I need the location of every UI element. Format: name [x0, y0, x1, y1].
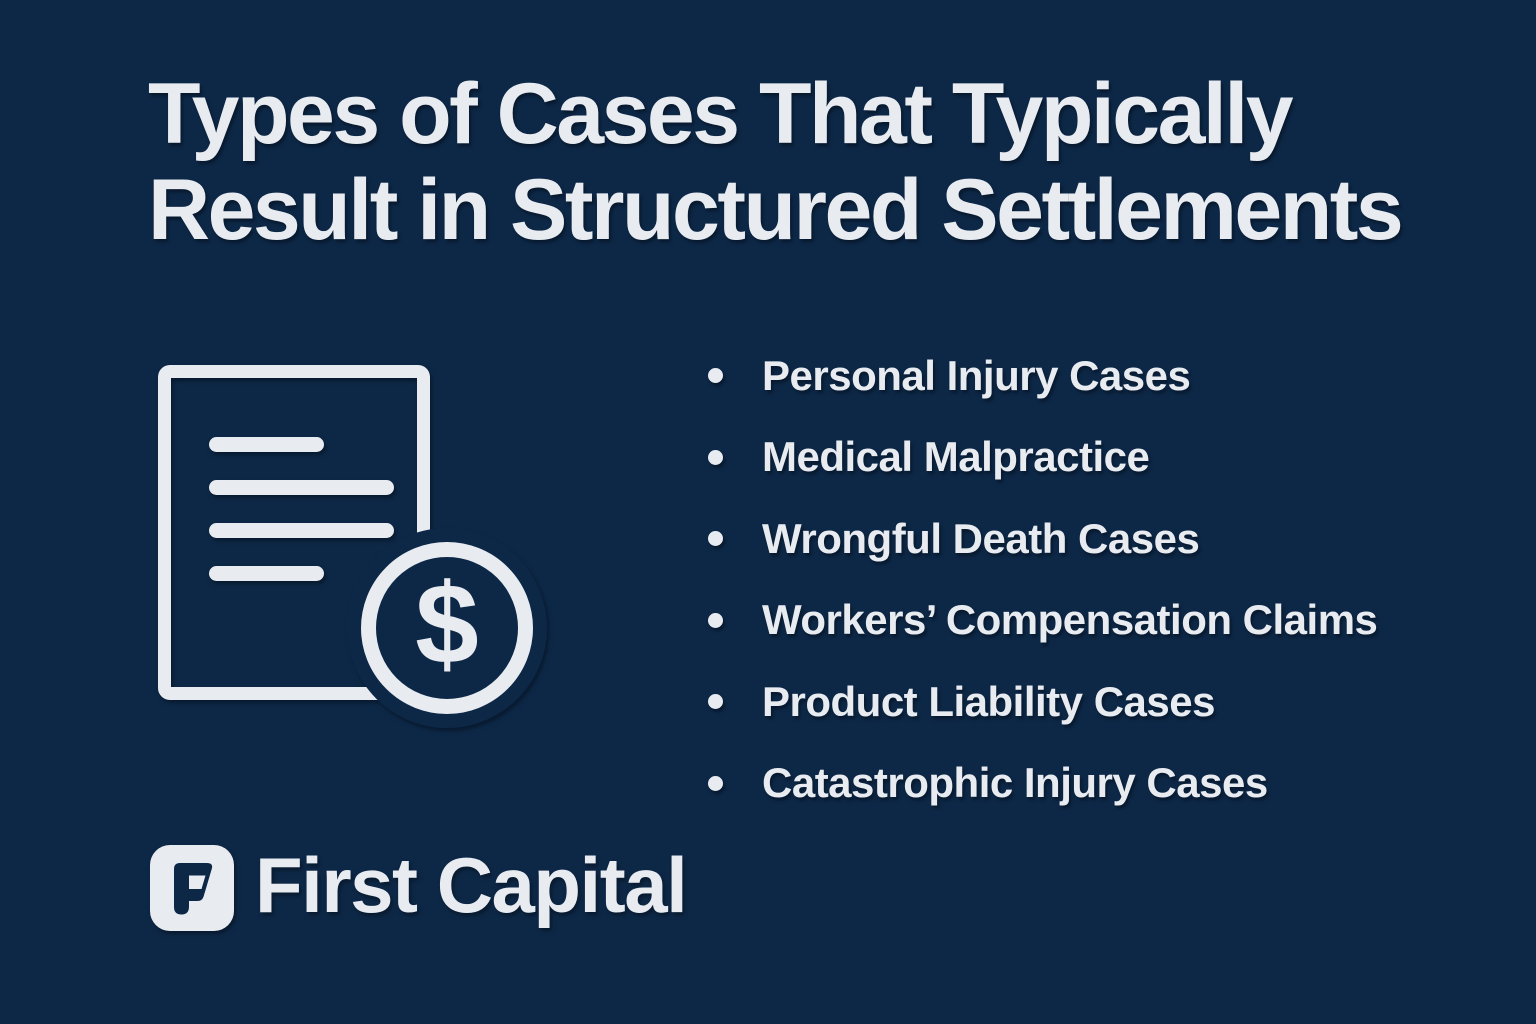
list-item-label: Wrongful Death Cases [762, 514, 1200, 562]
bullet-dot-icon [708, 612, 723, 628]
list-item-label: Medical Malpractice [762, 433, 1150, 480]
brand-logo: First Capital [150, 841, 688, 931]
dollar-sign-icon: $ [415, 561, 479, 688]
document-text-line-icon [209, 437, 324, 452]
list-item: Medical Malpractice [708, 433, 1377, 480]
case-type-list: Personal Injury Cases Medical Malpractic… [708, 351, 1378, 843]
document-text-line-icon [209, 523, 394, 538]
list-item: Wrongful Death Cases [708, 514, 1377, 562]
document-dollar-icon: $ [158, 365, 548, 725]
list-item-label: Workers’ Compensation Claims [762, 596, 1378, 643]
dollar-coin-icon: $ [361, 542, 533, 714]
document-text-line-icon [209, 566, 324, 581]
document-text-line-icon [209, 480, 394, 495]
list-item: Workers’ Compensation Claims [708, 596, 1378, 643]
bullet-dot-icon [708, 531, 723, 546]
list-item-label: Catastrophic Injury Cases [762, 759, 1268, 806]
bullet-dot-icon [708, 368, 723, 383]
list-item: Product Liability Cases [708, 677, 1377, 725]
title-line-1: Types of Cases That Typically [148, 66, 1294, 162]
page-title: Types of Cases That Typically Result in … [148, 66, 1404, 258]
bullet-dot-icon [708, 775, 723, 791]
title-line-2: Result in Structured Settlements [148, 162, 1404, 258]
list-item-label: Product Liability Cases [762, 677, 1215, 725]
list-item: Personal Injury Cases [708, 351, 1377, 399]
bullet-dot-icon [708, 449, 723, 465]
first-capital-logo-icon [150, 845, 234, 931]
brand-name: First Capital [255, 840, 688, 929]
list-item: Catastrophic Injury Cases [708, 759, 1377, 806]
bullet-dot-icon [708, 694, 723, 709]
list-item-label: Personal Injury Cases [762, 351, 1191, 399]
document-icon [158, 365, 430, 700]
